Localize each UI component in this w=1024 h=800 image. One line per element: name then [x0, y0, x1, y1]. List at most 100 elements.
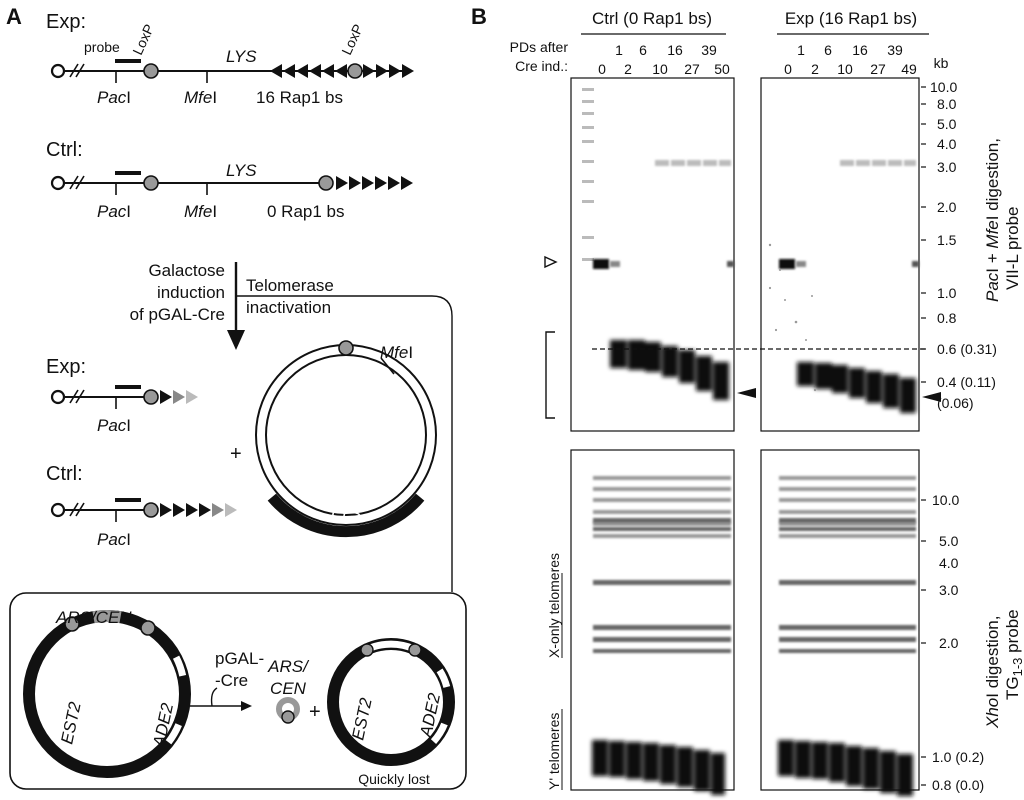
- ctrl-pd-27: 27: [684, 61, 700, 77]
- telomerase-text-2: inactivation: [246, 298, 331, 317]
- top-digestion-label: PacI + MfeI digestion,: [983, 138, 1002, 302]
- y-prime-telomeres-label: Y' telomeres: [546, 713, 562, 790]
- panel-a-label: A: [6, 4, 22, 29]
- bottom-size-1: 1.0 (0.2): [932, 749, 984, 765]
- galactose-text-2: induction: [157, 283, 225, 302]
- ctrl-pd-2: 2: [624, 61, 632, 77]
- exp-construct-label: Exp:: [46, 11, 86, 33]
- bottom-gel-bands: [592, 476, 916, 796]
- bottom-size-2: 2.0: [939, 635, 959, 651]
- exp-filled-arrowhead: [922, 392, 941, 402]
- ars-top-label: ARS/: [267, 657, 310, 676]
- panel-b-label: B: [471, 4, 487, 29]
- ctrl-filled-arrowhead: [737, 388, 756, 398]
- est2-plasmid: [23, 610, 191, 778]
- ctrl-mfei-label: MfeI: [184, 202, 217, 221]
- ctrl-rap1-bs-label: 0 Rap1 bs: [267, 202, 345, 221]
- exp-pd-2: 2: [811, 61, 819, 77]
- excised-lys-circle: [255, 340, 437, 538]
- bottom-probe-label: TG1-3 probe: [1003, 609, 1024, 700]
- top-probe-label: VII-L probe: [1003, 207, 1022, 290]
- ctrl-pd-39: 39: [701, 42, 717, 58]
- top-size-3: 3.0: [937, 159, 957, 175]
- bottom-size-3: 3.0: [939, 582, 959, 598]
- lost-plasmid: [327, 638, 455, 766]
- bottom-size-10: 10.0: [932, 492, 959, 508]
- top-size-0-8: 0.8: [937, 310, 957, 326]
- cen-bottom-label: CEN: [270, 679, 307, 698]
- galactose-text-3: of pGAL-Cre: [130, 305, 225, 324]
- top-size-2: 2.0: [937, 199, 957, 215]
- ars-cen-minicircle: [276, 697, 300, 724]
- exp-telomere-blot: [760, 449, 920, 791]
- top-size-0-4: 0.4 (0.11): [937, 374, 996, 390]
- ctrl-pd-1: 1: [615, 42, 623, 58]
- x-only-telomeres-label: X-only telomeres: [546, 553, 562, 658]
- cre-excision-arrow: [190, 687, 252, 711]
- ctrl-telomere-blot: [570, 449, 735, 791]
- pds-after-label: PDs after: [510, 39, 569, 55]
- loxp-label-right: LoxP: [338, 22, 366, 58]
- open-arrowhead-marker: [544, 255, 558, 269]
- top-size-1-5: 1.5: [937, 232, 957, 248]
- ctrl-paci-label: PacI: [97, 202, 131, 221]
- exp-paci-label: PacI: [97, 88, 131, 107]
- circle-mfei-label: MfeI: [380, 343, 413, 362]
- telomere-bracket: [545, 331, 555, 419]
- ars-cen-label: ARS/CEN: [55, 608, 132, 627]
- exp-southern-blot: [760, 77, 920, 432]
- plus-sign-b: +: [309, 701, 321, 723]
- plasmid-inset-box: [9, 592, 467, 790]
- top-size-0-6: 0.6 (0.31): [937, 341, 997, 357]
- bottom-size-0-8: 0.8 (0.0): [932, 777, 984, 793]
- exp-mfei-label: MfeI: [184, 88, 217, 107]
- bottom-size-ladder: [921, 499, 926, 786]
- pgal-cre-text-2: -Cre: [215, 671, 248, 690]
- top-size-1: 1.0: [937, 285, 957, 301]
- exp-pd-16: 16: [852, 42, 868, 58]
- bottom-size-5: 5.0: [939, 533, 959, 549]
- top-size-5: 5.0: [937, 116, 957, 132]
- ctrl-pd-16: 16: [667, 42, 683, 58]
- ctrl-pd-10: 10: [652, 61, 668, 77]
- ctrl-construct-diagram: [50, 171, 413, 195]
- induction-arrow: [227, 262, 245, 350]
- top-gel-bands: [582, 88, 919, 413]
- exp-pd-0: 0: [784, 61, 792, 77]
- ctrl-lys-label: LYS: [226, 161, 257, 180]
- exp-pd-27: 27: [870, 61, 886, 77]
- top-size-4: 4.0: [937, 136, 957, 152]
- ctrl-pd-6: 6: [639, 42, 647, 58]
- galactose-text-1: Galactose: [148, 261, 225, 280]
- probe-label: probe: [84, 39, 120, 55]
- cre-ind-label: Cre ind.:: [515, 58, 568, 74]
- ctrl-after-diagram: [50, 498, 237, 522]
- lost-est2-label: EST2: [348, 696, 376, 742]
- circle-lys-label: LYS: [331, 504, 362, 523]
- exp-pd-1: 1: [797, 42, 805, 58]
- exp-construct-diagram: [50, 59, 414, 83]
- exp-after-label: Exp:: [46, 356, 86, 378]
- ctrl-after-paci-label: PacI: [97, 530, 131, 549]
- ctrl-pd-0: 0: [598, 61, 606, 77]
- top-size-10: 10.0: [930, 79, 957, 95]
- quickly-lost-label: Quickly lost: [358, 771, 430, 787]
- exp-pd-10: 10: [837, 61, 853, 77]
- top-size-0-06: (0.06): [937, 395, 974, 411]
- exp-after-diagram: [50, 385, 198, 409]
- pgal-cre-text-1: pGAL-: [215, 649, 264, 668]
- exp-pd-39: 39: [887, 42, 903, 58]
- loxp-label-left: LoxP: [129, 22, 157, 58]
- exp-after-paci-label: PacI: [97, 416, 131, 435]
- exp-pd-6: 6: [824, 42, 832, 58]
- telomerase-text-1: Telomerase: [246, 276, 334, 295]
- bottom-size-4: 4.0: [939, 555, 959, 571]
- exp-gel-title: Exp (16 Rap1 bs): [785, 9, 917, 28]
- ctrl-pd-50: 50: [714, 61, 730, 77]
- top-size-ladder: [921, 86, 926, 383]
- ctrl-construct-label: Ctrl:: [46, 139, 83, 161]
- telomerase-bracket-line: [236, 295, 453, 592]
- bottom-digestion-label: XhoI digestion,: [983, 616, 1002, 729]
- est2-label: EST2: [57, 700, 85, 746]
